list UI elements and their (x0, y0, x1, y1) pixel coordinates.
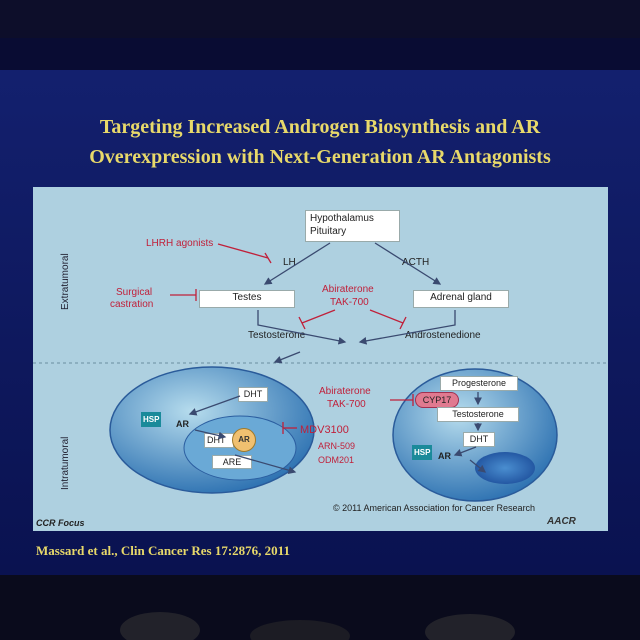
tak700-label: TAK-700 (330, 297, 369, 308)
testosterone-label: Testosterone (248, 330, 306, 341)
dht-ar-dht-label: DHT (204, 433, 234, 448)
progesterone-box: Progesterone (440, 376, 518, 391)
adrenal-gland-box: Adrenal gland (413, 290, 509, 308)
ar-circle-left: AR (232, 428, 256, 452)
citation-label: Massard et al., Clin Cancer Res 17:2876,… (36, 543, 290, 558)
cyp17-badge: CYP17 (415, 392, 459, 408)
zone-extratumoral: Extratumoral (60, 253, 71, 310)
pituitary-label: Pituitary (310, 226, 347, 237)
aacr-logo: AACR (547, 516, 576, 527)
nucleus-right (475, 452, 535, 484)
slide-title-line1: Targeting Increased Androgen Biosynthesi… (99, 116, 541, 138)
surgical-castration-label-1: Surgical (116, 287, 153, 298)
hypothalamus-label: Hypothalamus (310, 213, 374, 224)
arn509-label: ARN-509 (318, 441, 356, 451)
tak700-label-2: TAK-700 (327, 399, 366, 410)
testosterone-box-2: Testosterone (437, 407, 519, 422)
ar-label-left: AR (176, 419, 189, 429)
abiraterone-label-2: Abiraterone (319, 386, 371, 397)
lhrh-agonists-label: LHRH agonists (146, 238, 214, 249)
surgical-castration-label-2: castration (110, 299, 154, 310)
ccr-focus-label: CCR Focus (36, 518, 85, 528)
hsp-label-left: HSP (141, 412, 162, 427)
hsp-label-right: HSP (412, 445, 433, 460)
androstenedione-label: Androstenedione (405, 330, 481, 341)
are-box: ARE (212, 455, 252, 469)
odm201-label: ODM201 (318, 455, 355, 465)
zone-intratumoral: Intratumoral (60, 436, 71, 490)
abiraterone-label: Abiraterone (322, 284, 374, 295)
copyright-label: © 2011 American Association for Cancer R… (333, 503, 536, 513)
acth-label: ACTH (402, 257, 430, 268)
slide-title-line2: Overexpression with Next-Generation AR A… (89, 146, 551, 168)
testes-box: Testes (199, 290, 295, 308)
hypothalamus-box: Hypothalamus Pituitary (305, 210, 400, 242)
mdv3100-label: MDV3100 (300, 424, 349, 436)
dht-box-left: DHT (238, 387, 268, 402)
ar-label-right: AR (438, 451, 451, 461)
dht-box-right: DHT (463, 432, 495, 447)
lh-label: LH (283, 257, 296, 268)
